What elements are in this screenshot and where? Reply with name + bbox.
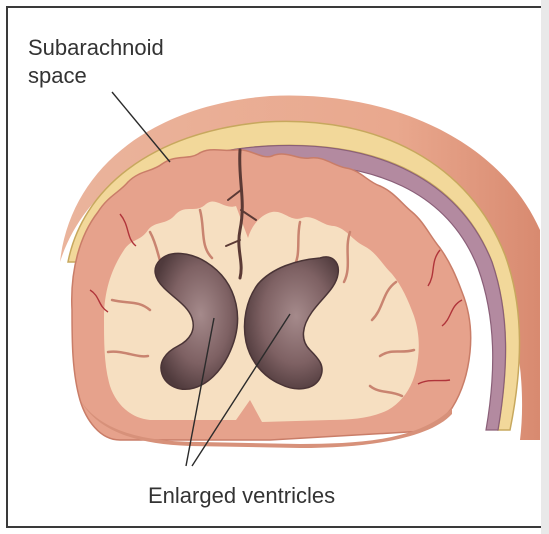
enlarged-ventricles-label: Enlarged ventricles bbox=[148, 482, 335, 510]
subarachnoid-label-line2: space bbox=[28, 62, 228, 90]
subarachnoid-label-line1: Subarachnoid bbox=[28, 34, 228, 62]
subarachnoid-space-label: Subarachnoid space bbox=[28, 34, 228, 90]
